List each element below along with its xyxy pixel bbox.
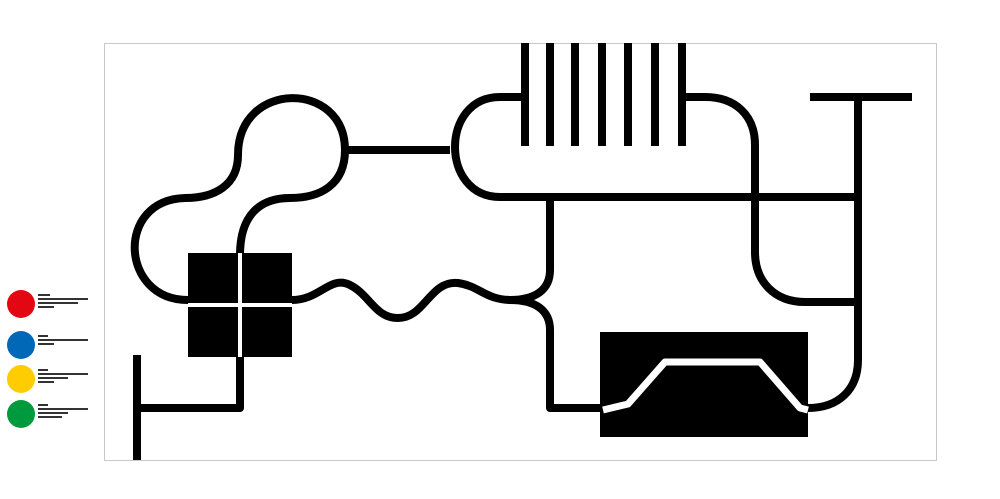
legend-item-red bbox=[7, 290, 97, 318]
legend-item-green bbox=[7, 400, 97, 428]
comb-channels bbox=[521, 43, 686, 146]
chamber-block bbox=[600, 332, 809, 437]
left-loop-channel bbox=[130, 94, 349, 304]
blue-dot-icon bbox=[7, 331, 35, 359]
pill-channel bbox=[451, 93, 860, 201]
outlet-channel bbox=[133, 355, 244, 460]
diagram-frame bbox=[104, 43, 937, 461]
right-loop-channel bbox=[682, 93, 860, 306]
red-dot-icon bbox=[7, 290, 35, 318]
legend-item-yellow bbox=[7, 365, 97, 393]
legend-item-blue bbox=[7, 331, 97, 359]
mixer-block bbox=[188, 253, 292, 357]
right-vertical-channel bbox=[807, 93, 912, 412]
serpentine-channel bbox=[291, 278, 513, 322]
yellow-dot-icon bbox=[7, 365, 35, 393]
green-dot-icon bbox=[7, 400, 35, 428]
